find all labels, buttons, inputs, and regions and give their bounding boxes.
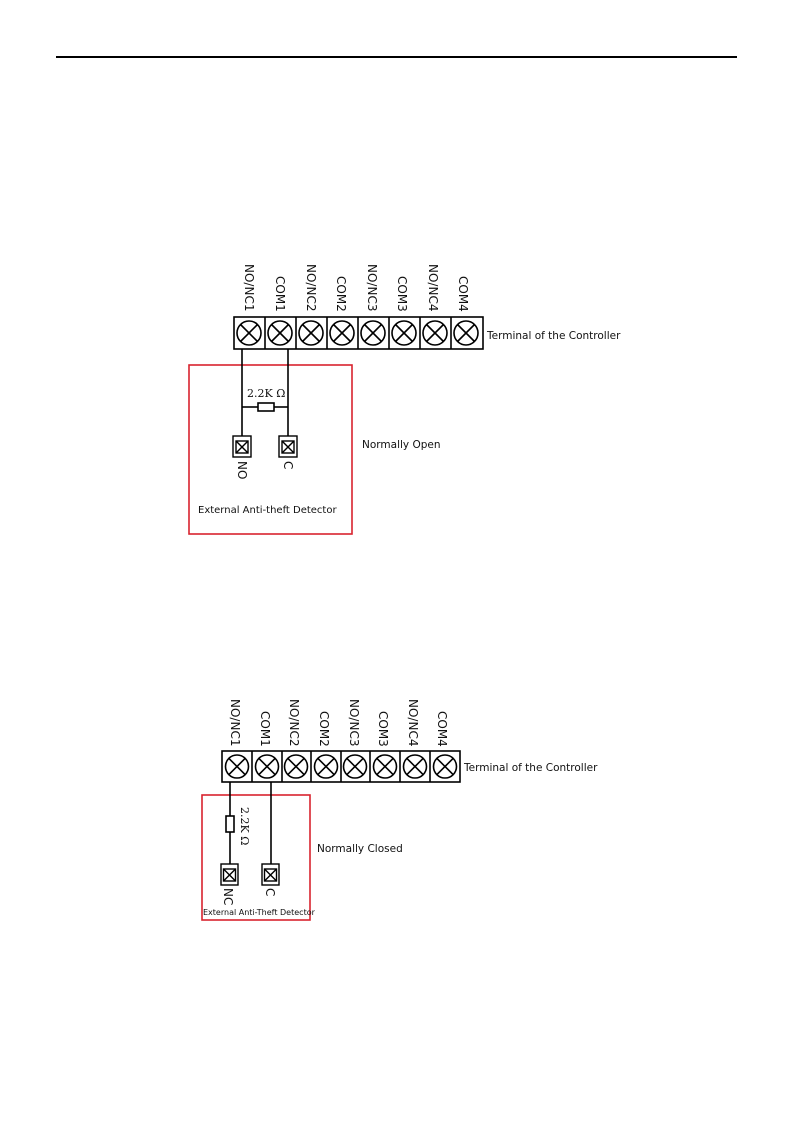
terminal-label: COM2: [334, 276, 348, 312]
terminal-block: [222, 751, 460, 782]
detector-label: External Anti-theft Detector: [198, 505, 337, 516]
terminal-screw: [374, 755, 397, 778]
terminal-label: NO/NC3: [365, 264, 379, 311]
terminal-screw: [392, 321, 416, 345]
mode-label: Normally Closed: [317, 843, 403, 855]
terminal-screw: [344, 755, 367, 778]
detector-box: [202, 795, 310, 920]
controller-label: Terminal of the Controller: [463, 762, 598, 774]
detector-terminal-screw: [279, 436, 297, 457]
resistor-label: 2.2K Ω: [238, 807, 251, 845]
terminal-label: NO/NC4: [426, 264, 440, 311]
terminal-label: NO/NC1: [228, 699, 242, 746]
terminal-screw: [256, 755, 279, 778]
terminal-label: NO/NC3: [347, 699, 361, 746]
terminal-screw: [361, 321, 385, 345]
terminal-screw: [315, 755, 338, 778]
terminal-label: COM1: [258, 711, 272, 747]
terminal-label: NO/NC1: [242, 264, 256, 311]
detector-terminal-label: NC: [221, 888, 235, 905]
detector-terminal-label: C: [263, 888, 277, 896]
mode-label: Normally Open: [362, 439, 441, 451]
detector-terminal-screw: [233, 436, 251, 457]
terminal-label: COM3: [395, 276, 409, 312]
terminal-screw: [226, 755, 249, 778]
detector-label: External Anti-Theft Detector: [203, 908, 316, 917]
terminal-screw: [454, 321, 478, 345]
terminal-screw: [268, 321, 292, 345]
terminal-screw: [423, 321, 447, 345]
diagram-normally-open: NO/NC1 COM1 NO/NC2 COM2 NO/NC3 COM3 NO/N…: [189, 264, 621, 534]
controller-label: Terminal of the Controller: [486, 330, 621, 342]
terminal-screw: [237, 321, 261, 345]
terminal-label: COM3: [376, 711, 390, 747]
detector-terminal-label: C: [281, 461, 295, 469]
resistor-symbol: [258, 403, 274, 411]
terminal-label: COM4: [435, 711, 449, 747]
terminal-label: COM1: [273, 276, 287, 312]
terminal-screw: [330, 321, 354, 345]
terminal-label: NO/NC2: [304, 264, 318, 311]
terminal-screw: [404, 755, 427, 778]
diagram-normally-closed: NO/NC1 COM1 NO/NC2 COM2 NO/NC3 COM3 NO/N…: [202, 699, 598, 920]
terminal-screw: [285, 755, 308, 778]
detector-terminal-label: NO: [235, 461, 249, 479]
terminal-screw: [299, 321, 323, 345]
detector-terminals: [233, 436, 297, 457]
terminal-label: NO/NC2: [287, 699, 301, 746]
resistor-symbol: [226, 816, 234, 832]
terminal-label: COM2: [317, 711, 331, 747]
terminal-screw: [434, 755, 457, 778]
detector-terminal-screw: [262, 864, 279, 885]
detector-terminal-screw: [221, 864, 238, 885]
resistor-label: 2.2K Ω: [247, 387, 285, 400]
terminal-block: [234, 317, 483, 349]
terminal-labels: NO/NC1 COM1 NO/NC2 COM2 NO/NC3 COM3 NO/N…: [242, 264, 470, 312]
detector-terminals: [221, 864, 279, 885]
terminal-label: COM4: [456, 276, 470, 312]
terminal-label: NO/NC4: [406, 699, 420, 746]
terminal-labels: NO/NC1 COM1 NO/NC2 COM2 NO/NC3 COM3 NO/N…: [228, 699, 449, 747]
